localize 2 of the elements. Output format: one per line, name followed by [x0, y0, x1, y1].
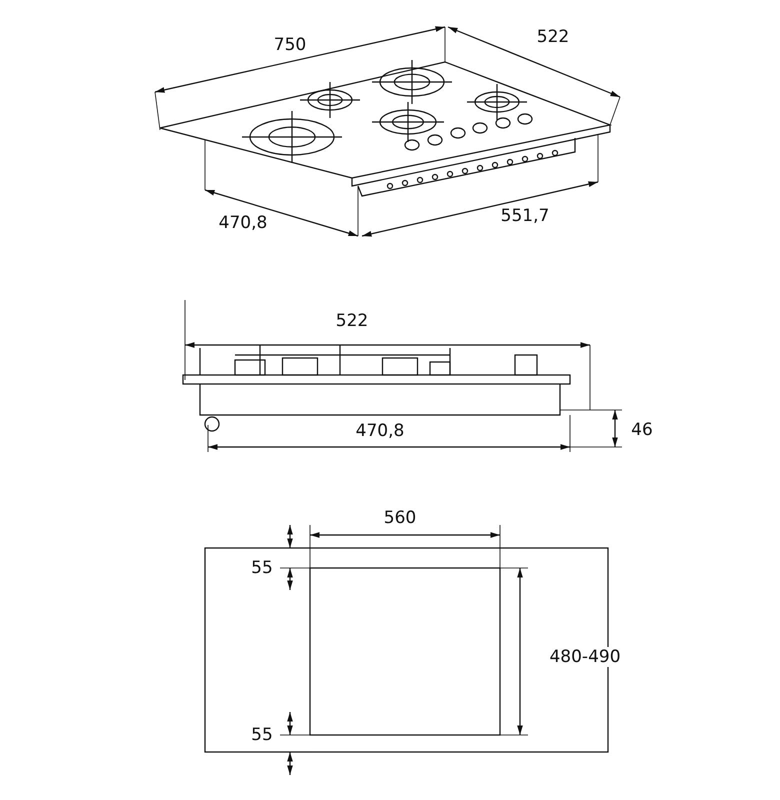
dimension-label: 470,8	[216, 213, 270, 233]
dimension-label: 470,8	[354, 421, 406, 441]
